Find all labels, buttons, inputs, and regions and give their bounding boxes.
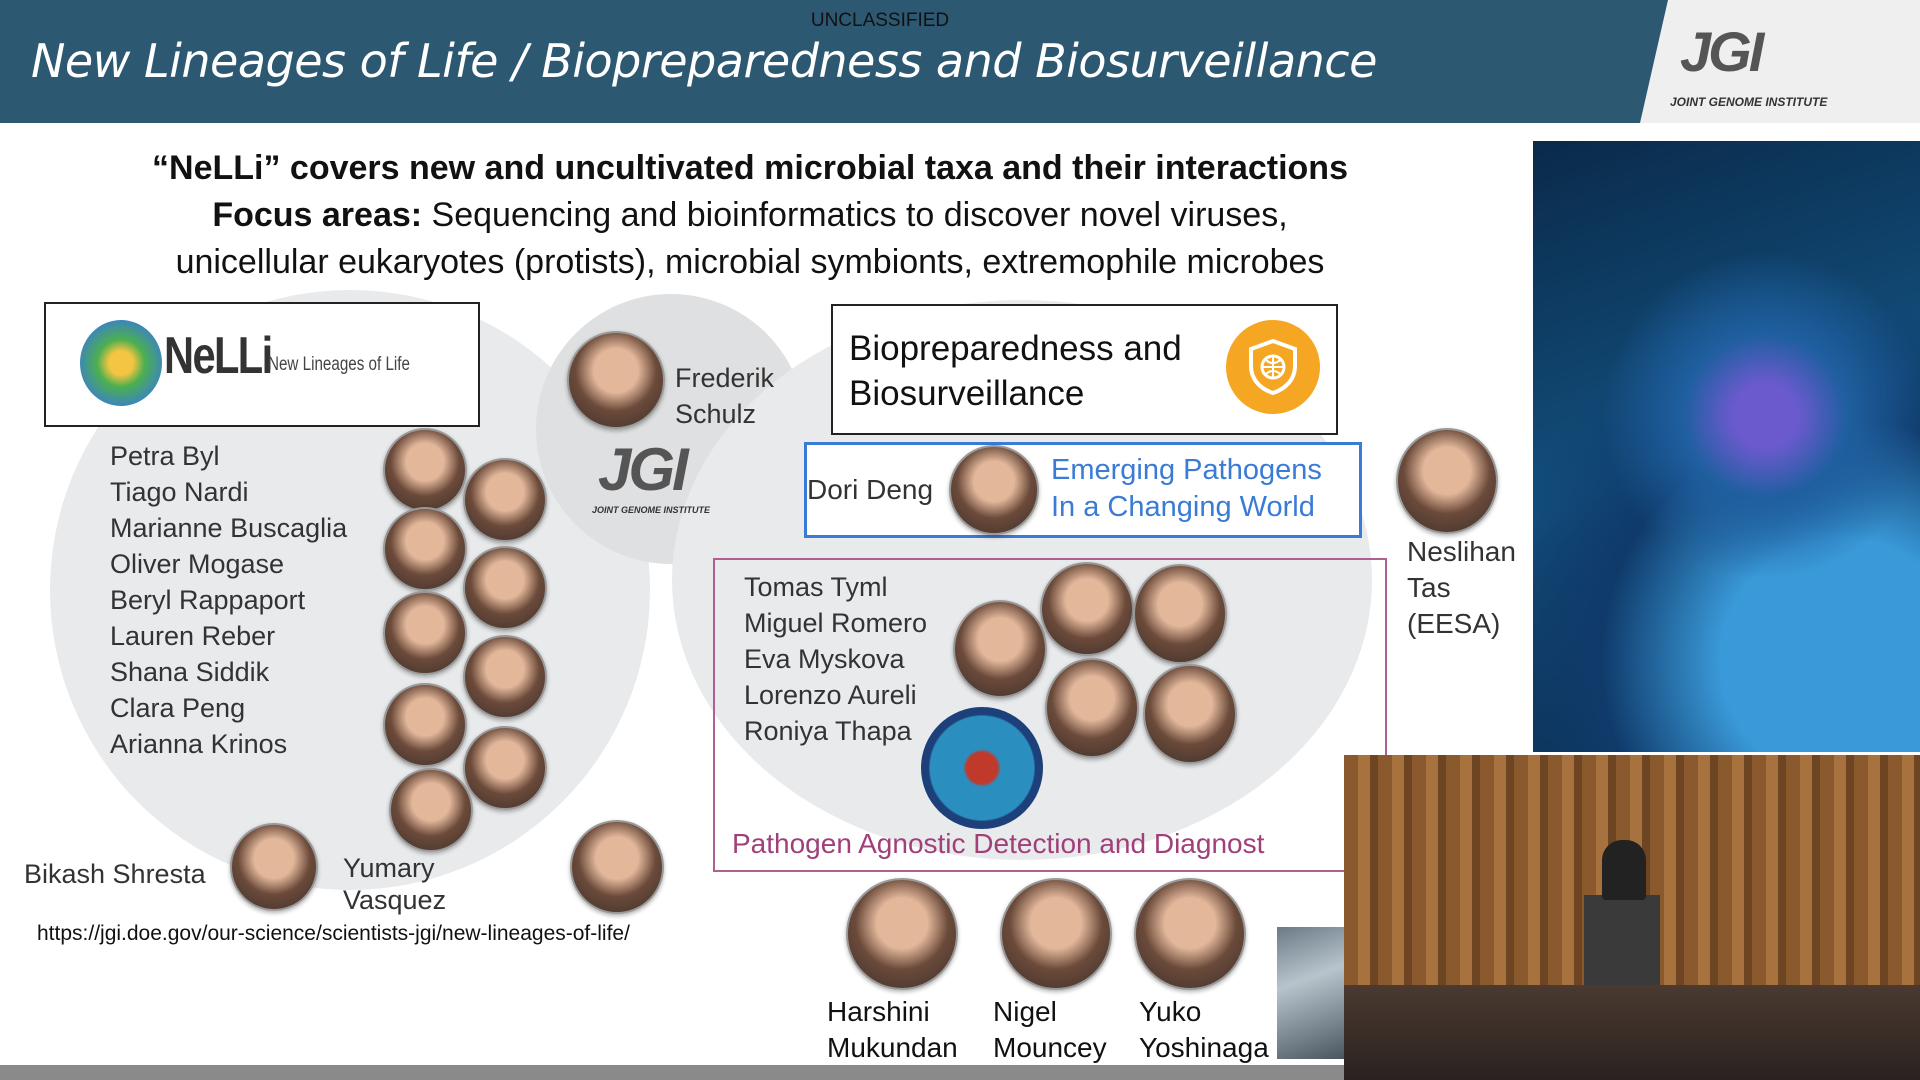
emerging-person-name: Dori Deng [807, 474, 934, 505]
member-name: Tomas Tyml [744, 572, 888, 602]
pathogen-member-list: Tomas Tyml Miguel Romero Eva Myskova Lor… [744, 569, 927, 749]
member-photo [383, 507, 467, 591]
member-photo [1133, 564, 1227, 664]
member-photo [1045, 658, 1139, 758]
classification-label: UNCLASSIFIED [810, 10, 950, 31]
yumary-photo [570, 820, 664, 914]
jgi-center-subtext: JOINT GENOME INSTITUTE [592, 505, 711, 515]
emerging-title-line1: Emerging Pathogens [1051, 454, 1322, 486]
member-photo [383, 683, 467, 767]
focus-label: Focus areas: [212, 196, 423, 234]
member-name: Miguel Romero [744, 608, 928, 638]
nelli-logo-text: NeLLi [164, 327, 273, 385]
name-line1: Yuko [1139, 996, 1202, 1027]
logo-subtext: JOINT GENOME INSTITUTE [1670, 95, 1828, 109]
jgi-logo: JGI JOINT GENOME INSTITUTE [1640, 0, 1920, 123]
emerging-title: Emerging Pathogens In a Changing World [1051, 452, 1322, 526]
speaker-video-inset [1344, 755, 1920, 1080]
member-photo [383, 428, 467, 512]
shield-globe-icon [1226, 320, 1320, 414]
lead-photo [567, 331, 665, 429]
member-photo [463, 546, 547, 630]
member-photo [463, 458, 547, 542]
member-name: Eva Myskova [744, 644, 905, 674]
jgi-center-logo: JGI [598, 436, 689, 503]
heading-line2: Sequencing and bioinformatics to discove… [422, 196, 1288, 234]
member-name: Clara Peng [110, 693, 246, 723]
member-photo [1143, 664, 1237, 764]
member-name: Lorenzo Aureli [744, 680, 917, 710]
member-name: Tiago Nardi [110, 477, 249, 507]
name-line2: Mukundan [827, 1032, 958, 1063]
member-name: Beryl Rappaport [110, 585, 306, 615]
member-name: Oliver Mogase [110, 549, 285, 579]
name-line2: Mouncey [993, 1032, 1107, 1063]
lead-last-name: Schulz [675, 399, 757, 429]
neslihan-line2: Tas [1407, 572, 1451, 603]
nelli-globe-icon [80, 320, 162, 406]
slide-title: New Lineages of Life / Biopreparedness a… [31, 34, 1377, 88]
nelli-logo-subtext: New Lineages of Life [268, 354, 410, 375]
yumary-line1: Yumary [343, 853, 435, 883]
emerging-pathogens-box [804, 442, 1362, 538]
neslihan-photo [1396, 428, 1498, 534]
member-photo [463, 726, 547, 810]
audience [1344, 985, 1920, 1080]
header-bar [0, 0, 1920, 123]
member-photo [1040, 562, 1134, 656]
yumary-line2: Vasquez [343, 885, 447, 915]
yumary-name: Yumary Vasquez [343, 852, 446, 916]
member-name: Shana Siddik [110, 657, 270, 687]
nelli-member-list: Petra Byl Tiago Nardi Marianne Buscaglia… [110, 438, 347, 762]
pathogen-box [713, 558, 1387, 872]
member-photo [953, 600, 1047, 698]
bio-title-line2: Biosurveillance [849, 374, 1085, 413]
member-name: Marianne Buscaglia [110, 513, 348, 543]
dna-globe-image [1533, 141, 1920, 752]
lead-first-name: Frederik [675, 363, 775, 393]
member-photo [383, 591, 467, 675]
nelli-logo-box: NeLLi New Lineages of Life [44, 302, 480, 427]
member-name: Arianna Krinos [110, 729, 288, 759]
harshini-photo [846, 878, 958, 990]
yuko-photo [1134, 878, 1246, 990]
bio-title-line1: Biopreparedness and [849, 329, 1182, 368]
logo-text: JGI [1680, 20, 1764, 83]
biopreparedness-box: Biopreparedness and Biosurveillance [831, 304, 1338, 435]
emerging-person-photo [949, 445, 1039, 535]
member-name: Roniya Thapa [744, 716, 912, 746]
name-line1: Nigel [993, 996, 1057, 1027]
member-name: Petra Byl [110, 441, 220, 471]
heading-line3: unicellular eukaryotes (protists), micro… [175, 243, 1325, 281]
emerging-title-line2: In a Changing World [1051, 491, 1315, 523]
neslihan-name: Neslihan Tas (EESA) [1407, 534, 1516, 642]
bikash-name: Bikash Shresta [24, 859, 206, 889]
lead-name: Frederik Schulz [675, 360, 774, 432]
member-name: Lauren Reber [110, 621, 276, 651]
slide-heading: “NeLLi” covers new and uncultivated micr… [30, 145, 1470, 286]
name-line2: Yoshinaga [1139, 1032, 1269, 1063]
nigel-photo [1000, 878, 1112, 990]
pathogen-title: Pathogen Agnostic Detection and Diagnost [732, 828, 1265, 859]
name-line1: Harshini [827, 996, 930, 1027]
dtra-seal-icon [921, 707, 1043, 829]
speaker [1602, 840, 1646, 900]
heading-line1: “NeLLi” covers new and uncultivated micr… [152, 149, 1348, 187]
member-photo [389, 768, 473, 852]
bottom-bar [0, 1065, 1344, 1080]
facility-image [1277, 927, 1344, 1059]
nelli-url-link[interactable]: https://jgi.doe.gov/our-science/scientis… [37, 922, 630, 945]
neslihan-line3: (EESA) [1407, 608, 1501, 639]
bikash-photo [230, 823, 318, 911]
neslihan-line1: Neslihan [1407, 536, 1516, 567]
member-photo [463, 635, 547, 719]
